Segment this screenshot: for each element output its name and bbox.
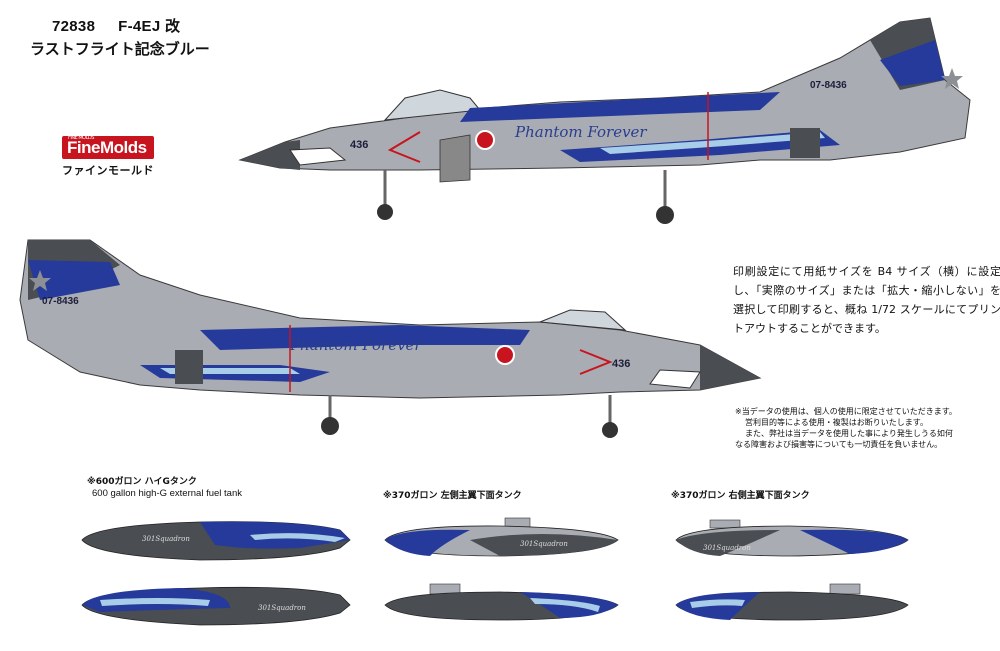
- tank-370-left-top: 301Squadron: [384, 517, 619, 557]
- exhaust-bottom: [175, 350, 203, 384]
- tank-caption-370-right: ※370ガロン 右側主翼下面タンク: [671, 491, 810, 501]
- tail-stripe-top: [880, 40, 945, 86]
- tank-caption-370-left: ※370ガロン 左側主翼下面タンク: [383, 491, 522, 501]
- tank-marking-600-bottom: 301Squadron: [258, 604, 306, 612]
- light-stripe-top: [600, 132, 825, 154]
- logo-tagline: FINE MOLDS: [68, 135, 94, 141]
- product-number: 72838: [52, 18, 96, 35]
- blue-stripe-bottom-1: [200, 325, 530, 350]
- fuselage-text-top: Phantom Forever: [514, 123, 647, 141]
- tank-370-left-bottom: [384, 583, 619, 621]
- tank-marking-600-top: 301Squadron: [142, 535, 190, 543]
- tail-star-top: [941, 68, 963, 89]
- logo-kana: ファインモールド: [62, 164, 154, 177]
- tail-star-bottom: [29, 270, 51, 291]
- main-wheel-bottom: [321, 417, 339, 435]
- notice-line-1: ※当データの使用は、個人の使用に限定させていただきます。: [735, 407, 957, 416]
- fuselage-text-bottom: Phantom Forever: [289, 336, 422, 354]
- tail-code-top: 07-8436: [810, 80, 847, 91]
- tank-600-top: 301Squadron: [81, 521, 351, 561]
- logo-brand: FINE MOLDS FineMolds: [62, 135, 154, 159]
- product-name: F-4EJ 改: [118, 18, 181, 35]
- canopy-top: [383, 89, 481, 121]
- nose-number-top: 436: [350, 139, 368, 151]
- usage-notice: ※当データの使用は、個人の使用に限定させていただきます。 営利目的等による使用・…: [735, 406, 957, 450]
- nose-number-bottom: 436: [612, 358, 630, 370]
- exhaust-top: [790, 128, 820, 158]
- tank-370-right-bottom: [675, 583, 909, 621]
- main-wheel-top: [656, 206, 674, 224]
- nose-dark-top: [240, 140, 300, 170]
- aircraft-bottom: 436 07-8436 Phantom Forever: [19, 239, 762, 438]
- tank-marking-370-left-top: 301Squadron: [520, 540, 568, 548]
- canopy-bottom: [539, 309, 627, 331]
- notice-line-2: 営利目的等による使用・複製はお断りいたします。: [745, 418, 928, 427]
- tank-caption-600-en: 600 gallon high-G external fuel tank: [92, 488, 242, 499]
- tank-marking-370-right-top: 301Squadron: [703, 544, 751, 552]
- red-chevron-top: [387, 131, 421, 163]
- tail-stripe-bottom: [28, 260, 120, 300]
- print-instructions: 印刷設定にて用紙サイズを B4 サイズ（横）に設定し、「実際のサイズ」または「拡…: [733, 265, 1000, 335]
- tank-caption-600: ※600ガロン ハイGタンク: [87, 477, 197, 487]
- product-title: 72838 F-4EJ 改: [52, 15, 180, 36]
- notice-line-4: なる障害および損害等についても一切責任を負いません。: [735, 440, 943, 449]
- blue-stripe-top-1: [460, 92, 780, 122]
- tail-code-bottom: 07-8436: [42, 296, 79, 307]
- nose-wheel-top: [377, 204, 393, 220]
- tank-600-bottom: 301Squadron: [81, 586, 351, 626]
- notice-line-3: また、弊社は当データを使用した事により発生しうる如何: [745, 429, 953, 438]
- shark-mouth-bottom: [649, 369, 701, 389]
- red-chevron-bottom: [579, 349, 613, 375]
- finemolds-logo: FINE MOLDS FineMolds ファインモールド: [62, 135, 154, 178]
- aircraft-top: 436 07-8436 Phantom Forever: [238, 17, 971, 224]
- intake-top: [439, 134, 471, 183]
- hinomaru-top: [475, 130, 495, 150]
- shark-mouth-top: [289, 147, 347, 166]
- product-subtitle: ラストフライト記念ブルー: [30, 40, 210, 58]
- logo-brand-text: FineMolds: [67, 138, 147, 157]
- nose-dark-bottom: [700, 345, 760, 390]
- fuselage-bottom: [19, 239, 762, 399]
- hinomaru-bottom: [495, 345, 515, 365]
- nose-wheel-bottom: [602, 422, 618, 438]
- tank-370-right-top: 301Squadron: [675, 519, 909, 557]
